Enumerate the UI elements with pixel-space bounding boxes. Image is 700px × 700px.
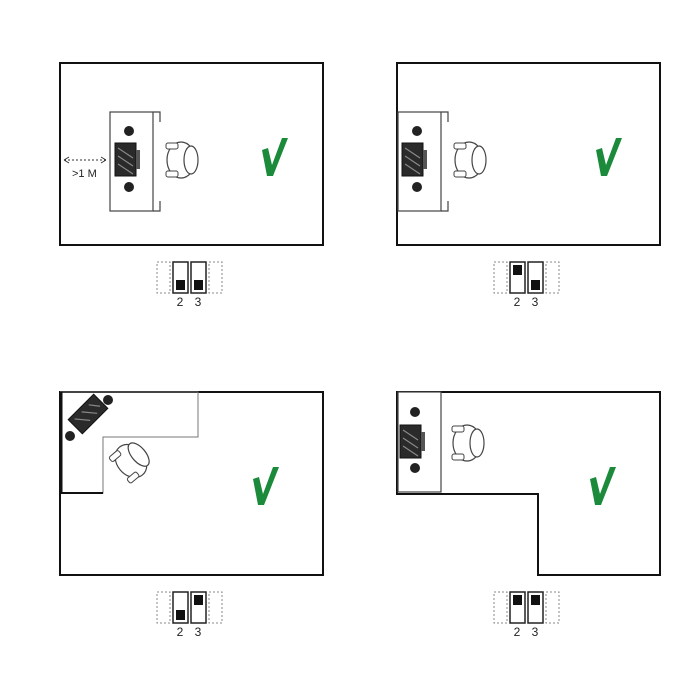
chair-icon (108, 442, 150, 484)
switch-2-label: 2 (177, 625, 184, 639)
speaker-icon (410, 407, 420, 417)
switch-3-knob (194, 595, 203, 605)
switch-2-knob (176, 280, 185, 290)
switch-3-label: 3 (195, 625, 202, 639)
speaker-icon (124, 126, 134, 136)
switch-2-label: 2 (514, 295, 521, 309)
panel-3: 2 3 (59, 391, 324, 639)
switch-3-knob (531, 280, 540, 290)
dip-switch-icon: 2 3 (156, 261, 223, 309)
dip-switch-icon: 2 3 (493, 261, 560, 309)
checkmark-icon (596, 138, 622, 176)
switch-3-knob (531, 595, 540, 605)
speaker-icon (412, 126, 422, 136)
dip-switch-icon: 2 3 (493, 591, 560, 639)
switch-2-label: 2 (514, 625, 521, 639)
chair-icon (165, 141, 199, 179)
panel-4: 2 3 (396, 391, 661, 639)
distance-label: >1 M (72, 168, 97, 180)
speaker-icon (65, 431, 75, 441)
speaker-icon (410, 463, 420, 473)
dip-switch-icon: 2 3 (156, 591, 223, 639)
switch-2-knob (513, 265, 522, 275)
speaker-icon (103, 395, 113, 405)
monitor-icon (401, 142, 427, 177)
room-outline (396, 62, 661, 246)
distance-indicator: >1 M (63, 156, 107, 180)
switch-2-label: 2 (177, 295, 184, 309)
monitor-icon (399, 424, 425, 459)
panel-1: >1 M 2 3 (59, 62, 324, 309)
checkmark-icon (590, 467, 616, 505)
room-outline (396, 391, 661, 576)
switch-2-knob (176, 610, 185, 620)
monitor-icon (67, 393, 109, 435)
room-outline (59, 391, 324, 576)
desk-return (441, 111, 449, 212)
chair-icon (451, 424, 485, 462)
chair-icon (453, 141, 487, 179)
desk-return (153, 111, 161, 212)
panel-2: 2 3 (396, 62, 661, 309)
switch-3-label: 3 (195, 295, 202, 309)
monitor-icon (114, 142, 140, 177)
switch-3-label: 3 (532, 625, 539, 639)
room-outline (59, 62, 324, 246)
checkmark-icon (262, 138, 288, 176)
switch-3-knob (194, 280, 203, 290)
speaker-icon (124, 182, 134, 192)
switch-3-label: 3 (532, 295, 539, 309)
checkmark-icon (253, 467, 279, 505)
switch-2-knob (513, 595, 522, 605)
speaker-icon (412, 182, 422, 192)
